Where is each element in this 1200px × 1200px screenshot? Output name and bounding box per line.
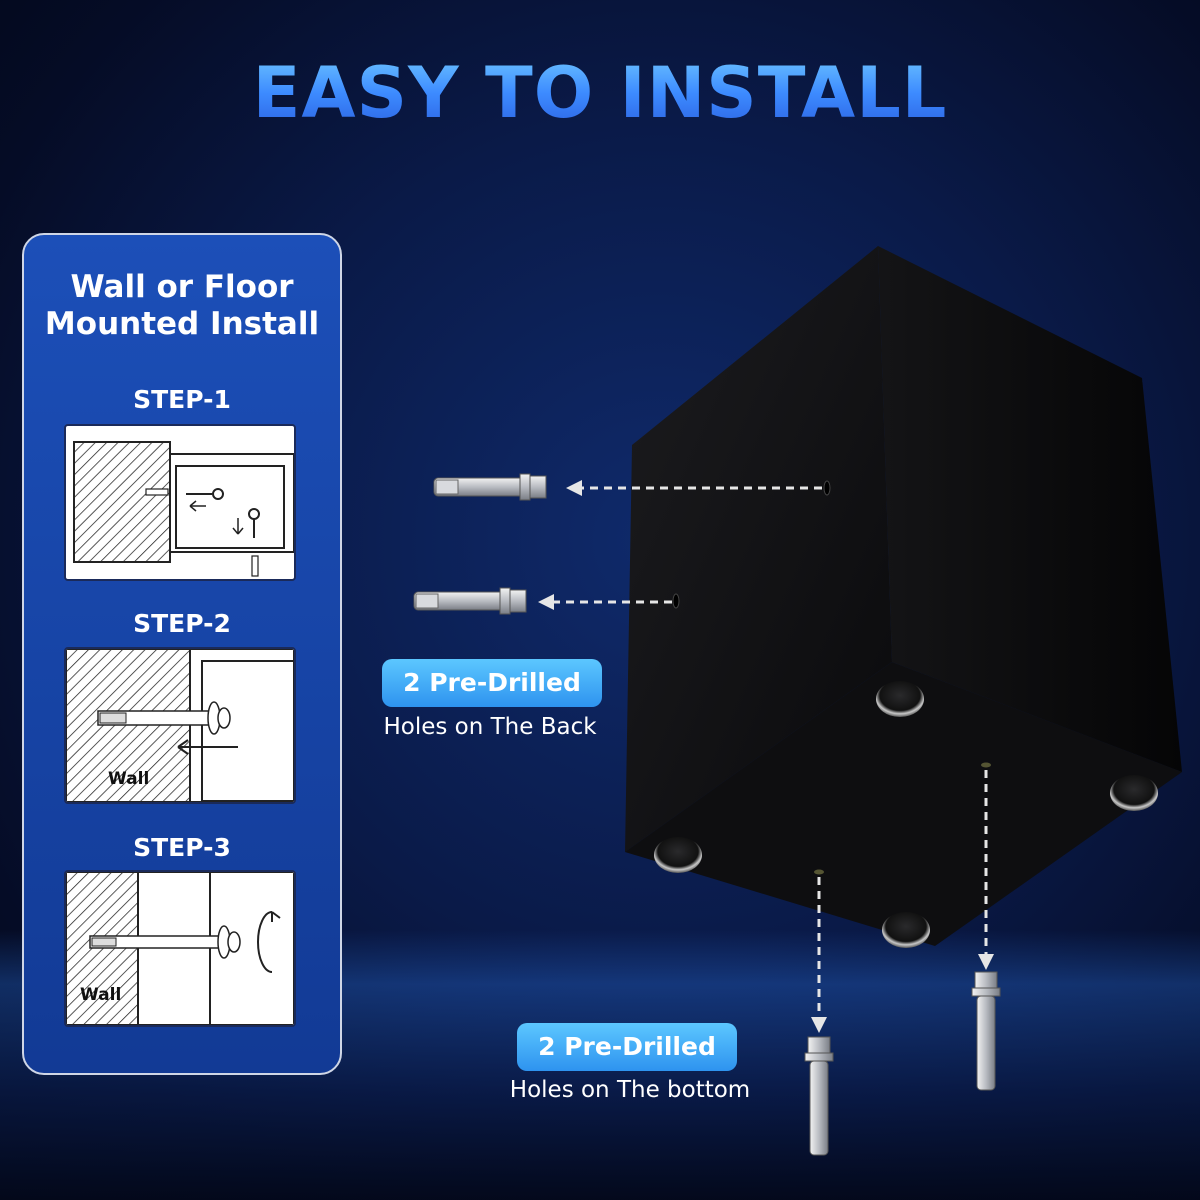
step-3-wall-text: Wall bbox=[80, 985, 121, 1005]
back-hole-2 bbox=[672, 593, 680, 609]
safe-back-face bbox=[625, 246, 892, 852]
bottom-hole-2 bbox=[814, 869, 824, 875]
safe-foot bbox=[882, 912, 930, 948]
bottom-holes-caption: Holes on The bottom bbox=[509, 1077, 751, 1103]
bottom-hole-1 bbox=[981, 762, 991, 768]
arrow-head-icon bbox=[538, 594, 554, 610]
back-holes-caption: Holes on The Back bbox=[383, 714, 597, 740]
arrow-head-icon bbox=[811, 1017, 827, 1033]
safe-foot bbox=[876, 681, 924, 717]
safe-side-face bbox=[878, 246, 1182, 772]
bottom-holes-badge: 2 Pre-Drilled bbox=[517, 1023, 737, 1071]
step-2-illustration: Wall bbox=[66, 649, 294, 802]
arrow-head-icon bbox=[978, 954, 994, 970]
step-2-label: STEP-2 bbox=[133, 609, 231, 638]
page-title: EASY TO INSTALL bbox=[0, 52, 1200, 134]
safe-foot bbox=[1110, 775, 1158, 811]
expansion-bolt-icon bbox=[971, 971, 1001, 1091]
step-1-diagram bbox=[64, 424, 296, 581]
step-2-wall-text: Wall bbox=[108, 769, 149, 789]
step-3-label: STEP-3 bbox=[133, 833, 231, 862]
install-steps-panel: Wall or Floor Mounted Install STEP-1 STE… bbox=[22, 233, 342, 1075]
expansion-bolt-icon bbox=[804, 1036, 834, 1156]
step-2-diagram: Wall bbox=[64, 647, 296, 804]
step-3-illustration: Wall bbox=[66, 872, 294, 1025]
safe-foot bbox=[654, 837, 702, 873]
back-hole-1 bbox=[823, 480, 831, 496]
panel-title-line1: Wall or Floor bbox=[70, 269, 294, 305]
arrow-head-icon bbox=[566, 480, 582, 496]
step-3-diagram: Wall bbox=[64, 870, 296, 1027]
safe-bottom-face bbox=[625, 662, 1182, 946]
panel-title-line2: Mounted Install bbox=[44, 306, 320, 342]
step-1-label: STEP-1 bbox=[133, 385, 231, 414]
back-holes-badge: 2 Pre-Drilled bbox=[382, 659, 602, 707]
step-1-illustration bbox=[73, 441, 294, 577]
expansion-bolt-icon bbox=[413, 587, 527, 615]
panel-title: Wall or Floor Mounted Install bbox=[24, 269, 340, 343]
expansion-bolt-icon bbox=[433, 473, 547, 501]
